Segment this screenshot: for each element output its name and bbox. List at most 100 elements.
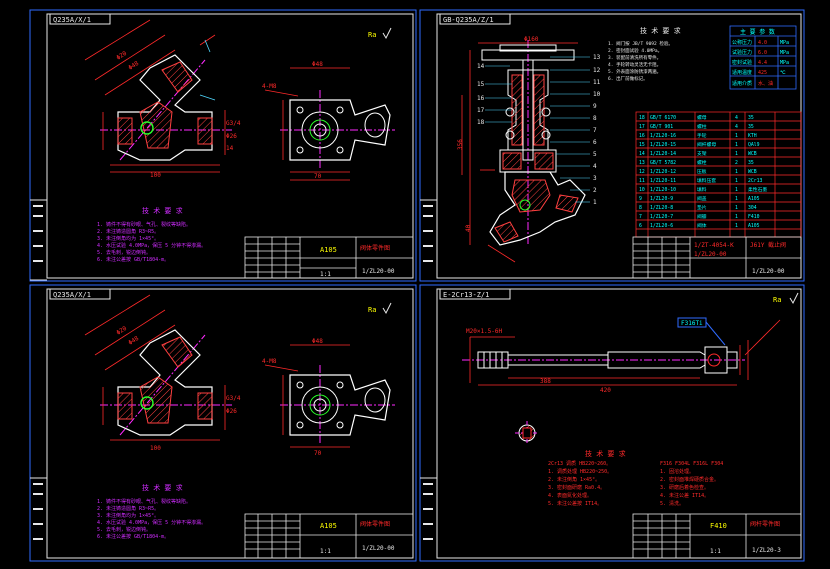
svg-text:MPa: MPa: [780, 40, 789, 46]
svg-text:7: 7: [593, 127, 597, 134]
svg-text:Φ48: Φ48: [127, 60, 140, 72]
svg-text:Φ26: Φ26: [226, 133, 237, 140]
parts-list-cell-no: 13: [639, 160, 645, 166]
parts-list-cell-name: 阀杆螺母: [697, 141, 716, 148]
svg-text:1. 阀门按 JB/T 9092 检验。: 1. 阀门按 JB/T 9092 检验。: [608, 40, 673, 47]
sheet-3-title-block: [244, 513, 414, 559]
sheet-1-title-block: [244, 236, 414, 279]
parts-list-cell-mat: 2Cr13: [748, 178, 763, 184]
svg-text:4: 4: [593, 163, 597, 170]
sheet-2-notes-title: 技 术 要 求: [640, 26, 681, 35]
svg-text:2. 密封面试验 4.0MPa。: 2. 密封面试验 4.0MPa。: [608, 47, 662, 54]
svg-text:2. 未注铸造圆角 R3~R5。: 2. 未注铸造圆角 R3~R5。: [97, 228, 159, 235]
parts-list-cell-mat: KTH: [748, 133, 757, 139]
parts-list-cell-no: 15: [639, 142, 645, 148]
sheet-2-border: [419, 9, 805, 282]
sheet-1-notes: 1. 铸件不得有砂眼、气孔、裂纹等缺陷。 2. 未注铸造圆角 R3~R5。 3.…: [97, 221, 206, 263]
parts-list-cell-no: 18: [639, 115, 645, 121]
parts-list-cell-qty: 1: [735, 214, 738, 220]
sheet-4-title-name: 阀杆零件图: [750, 520, 780, 528]
svg-text:2. 未注倒角 1×45°。: 2. 未注倒角 1×45°。: [548, 476, 600, 483]
svg-text:1. 铸件不得有砂眼、气孔、裂纹等缺陷。: 1. 铸件不得有砂眼、气孔、裂纹等缺陷。: [97, 498, 191, 505]
parts-list-cell-code: 1/ZL20-16: [650, 133, 676, 139]
svg-text:5. 外表面涂防锈漆两遍。: 5. 外表面涂防锈漆两遍。: [608, 68, 661, 75]
sheet-4-title-block: [632, 513, 802, 559]
svg-text:3. 未注倒角均为 1×45°。: 3. 未注倒角均为 1×45°。: [97, 235, 159, 242]
svg-text:5. 去毛刺，锐边倒钝。: 5. 去毛刺，锐边倒钝。: [97, 526, 151, 533]
parts-list-cell-name: 阀瓣: [697, 213, 707, 220]
parts-list-cell-mat: A105: [748, 196, 760, 202]
parts-list-cell-name: 螺柱: [697, 123, 707, 130]
parts-list-cell-name: 螺母: [697, 114, 707, 121]
sheet-1-valve-body-view: Φ20 Φ48 100 G3/4 Φ26 14: [84, 19, 241, 179]
parts-list-cell-no: 10: [639, 187, 645, 193]
sheet-3-dim-flange: Φ48: [312, 338, 323, 345]
svg-text:12: 12: [593, 67, 601, 74]
sheet-1-dim-bolt: 4-M8: [262, 83, 277, 90]
parts-list-cell-code: 1/ZL20-7: [650, 214, 673, 220]
parts-list-cell-mat: 35: [748, 124, 754, 130]
parts-list-grid: [635, 111, 802, 238]
svg-text:Φ20: Φ20: [115, 50, 128, 62]
sheet-4-scale: 1:1: [710, 548, 721, 555]
sheet-4-valve-stem-view: 420 388 M20×1.5-6H F316Ti: [462, 317, 781, 445]
sheet-frames: [29, 9, 805, 562]
parts-list-cell-code: 1/ZL20-6: [650, 223, 673, 229]
sheet-4-notes-title: 技 术 要 求: [585, 449, 626, 458]
parts-list-cell-mat: 35: [748, 160, 754, 166]
parts-list-cell-mat: 304: [748, 205, 757, 211]
assembly-balloons: 14 15 16 17 18 13 12 11 10 9 8 7 6 5 4 3…: [477, 54, 601, 206]
parts-list-cell-code: 1/ZL20-12: [650, 169, 676, 175]
parts-list-cell-mat: 35: [748, 115, 754, 121]
parts-list-cell-mat: QAl9: [748, 142, 760, 148]
parts-list-cell-code: 1/ZL20-15: [650, 142, 676, 148]
parts-list-cell-no: 16: [639, 133, 645, 139]
svg-text:公称压力: 公称压力: [732, 39, 752, 46]
spec-table-title: 主 要 参 数: [740, 28, 775, 36]
svg-text:6: 6: [593, 139, 597, 146]
svg-text:18: 18: [477, 119, 485, 126]
svg-text:16: 16: [477, 95, 485, 102]
sheet-2-title-name: J61Y 截止阀: [750, 241, 786, 249]
svg-text:5: 5: [593, 151, 597, 158]
sheet-3-material: A105: [320, 522, 337, 530]
parts-list-cell-qty: 2: [735, 160, 738, 166]
parts-list-cell-qty: 4: [735, 115, 738, 121]
svg-text:8: 8: [593, 115, 597, 122]
sheet-3-scale: 1:1: [320, 548, 331, 555]
binding-strip-marks: [33, 205, 433, 540]
svg-text:3. 研磨后着色检查。: 3. 研磨后着色检查。: [660, 484, 709, 491]
stem-dim-thread: M20×1.5-6H: [466, 328, 503, 335]
svg-text:密封试验: 密封试验: [732, 59, 752, 66]
svg-text:10: 10: [593, 91, 601, 98]
svg-text:MPa: MPa: [780, 50, 789, 56]
parts-list-cell-code: 1/ZL20-8: [650, 205, 673, 211]
sheet-1-material: A105: [320, 246, 337, 254]
assembly-callout-1: 1/ZT-4054-K: [694, 242, 734, 249]
sheet-3-notes: 1. 铸件不得有砂眼、气孔、裂纹等缺陷。 2. 未注铸造圆角 R3~R5。 3.…: [97, 498, 206, 540]
sheet-1-notes-title: 技 术 要 求: [142, 206, 183, 215]
parts-list-cell-mat: F410: [748, 214, 760, 220]
stem-dim-sub: 388: [540, 378, 551, 385]
parts-list-cell-mat: 柔性石墨: [748, 186, 767, 193]
sheet-1-tag: Q235A/X/1: [53, 16, 91, 24]
roughness-symbols: [382, 27, 799, 315]
assembly-balloon-leaders: [485, 56, 590, 203]
sheet-3-dim-bolt: 4-M8: [262, 358, 277, 365]
sheet-3-side-view: 4-M8 Φ48 70: [262, 338, 395, 457]
svg-text:14: 14: [226, 145, 234, 152]
svg-text:425: 425: [758, 70, 767, 76]
sheet-2-assembly-view: Φ160 356 40: [457, 36, 586, 263]
parts-list-cell-name: 阀盖: [697, 195, 707, 202]
svg-text:1: 1: [593, 199, 597, 206]
svg-text:6. 出厂前做标记。: 6. 出厂前做标记。: [608, 75, 648, 82]
sheet-1-side-view: 4-M8 Φ48 70: [262, 61, 395, 181]
svg-text:MPa: MPa: [780, 60, 789, 66]
sheet-1-roughness: Ra: [368, 31, 376, 39]
sheet-3-border: [29, 284, 417, 562]
svg-text:Φ20: Φ20: [115, 325, 128, 337]
parts-list-cell-name: 压板: [697, 168, 707, 175]
svg-text:9: 9: [593, 103, 597, 110]
